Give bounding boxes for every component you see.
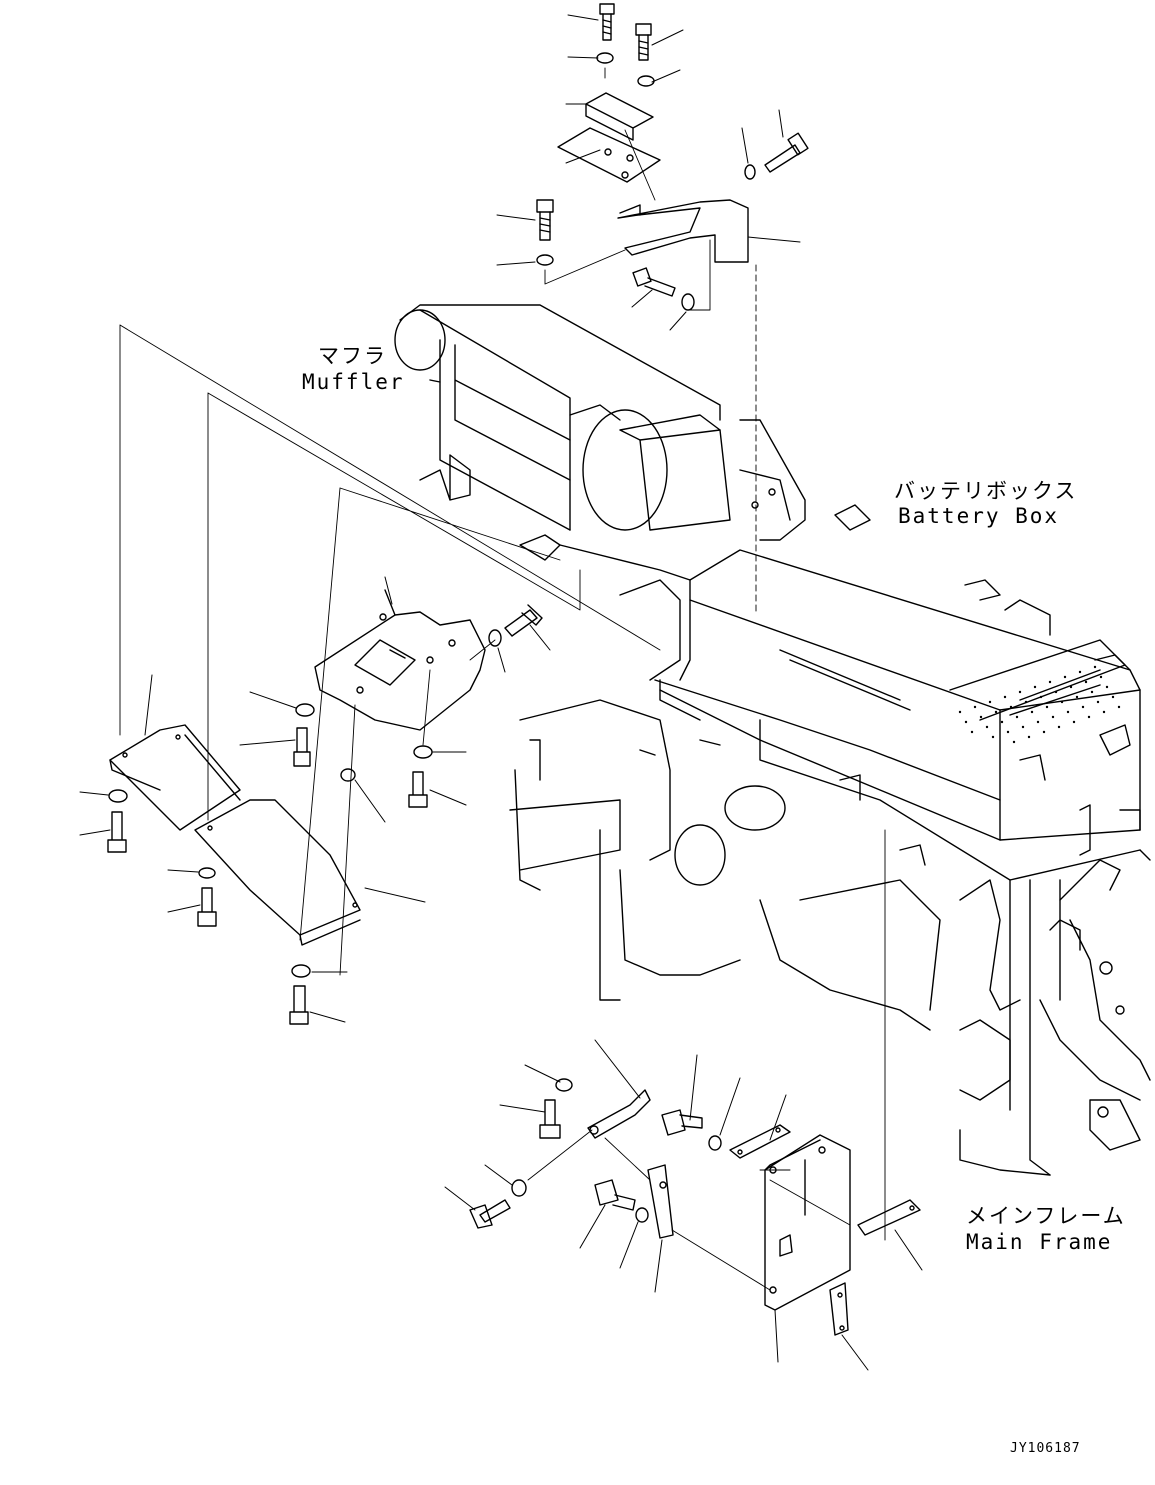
top-washer-1 [596, 52, 614, 64]
battery-box-label-en: Battery Box [898, 504, 1060, 528]
right-washer-top [744, 164, 756, 180]
bottom-hinge-bracket [587, 1089, 651, 1139]
left-washer-mid [536, 254, 554, 266]
battery-grille [958, 665, 1121, 744]
right-bolt-top [764, 132, 809, 173]
left-upper-guard [109, 724, 241, 831]
main-frame-label-ja: メインフレーム [966, 1204, 1126, 1228]
top-l-bracket [617, 199, 749, 263]
battery-box [679, 504, 1141, 841]
figure-id: JY106187 [1010, 1441, 1081, 1456]
muffler-label-en: Muffler [302, 370, 405, 394]
left-guard-bolts [107, 604, 543, 1025]
top-bolt-2 [635, 23, 652, 61]
top-bolt-1 [599, 3, 615, 41]
bottom-cover-plate [764, 1134, 851, 1311]
top-plate-small [585, 92, 654, 141]
bottom-bolts [469, 1078, 722, 1229]
lower-bolt-mid [632, 267, 676, 297]
bottom-vertical-strip [829, 1282, 849, 1336]
lower-washer-mid [681, 293, 695, 311]
battery-box-label-ja: バッテリボックス [894, 479, 1078, 503]
main-frame-label-en: Main Frame [966, 1230, 1113, 1254]
frame-outline [509, 544, 1151, 1176]
left-lower-guard [194, 799, 361, 946]
bottom-strap-bracket [647, 1164, 674, 1239]
bottom-small-bracket [729, 1124, 791, 1159]
top-washer-2 [637, 75, 655, 87]
muffler-label-ja: マフラ [318, 344, 387, 368]
center-cover [314, 589, 486, 731]
muffler-body [394, 304, 806, 561]
bottom-right-bracket [857, 1199, 921, 1236]
left-bolt-mid [536, 199, 554, 241]
top-plate-large [557, 127, 661, 183]
